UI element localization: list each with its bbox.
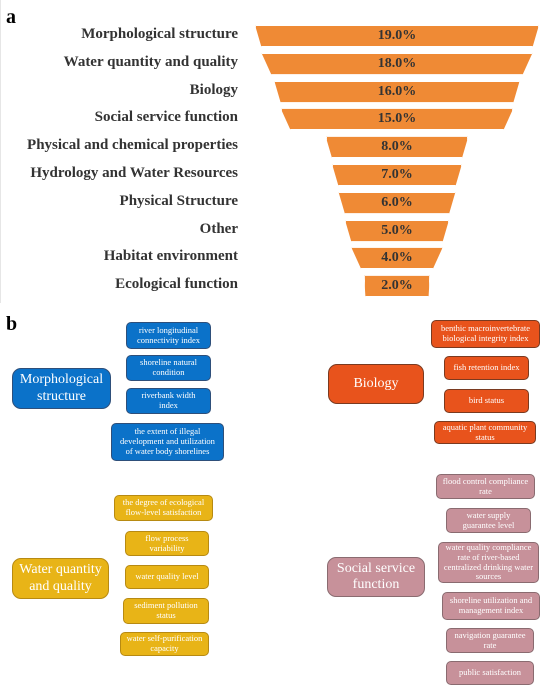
funnel-category-label: Biology	[189, 81, 238, 98]
item-illegal-development-shorelines: the extent of illegal development and ut…	[111, 423, 224, 461]
item-navigation-guarantee-rate: navigation guarantee rate	[446, 628, 534, 653]
funnel-bar: 15.0%	[281, 108, 514, 130]
funnel-bar: 19.0%	[255, 25, 539, 47]
funnel-category-label: Social service function	[94, 109, 238, 126]
funnel-value-label: 7.0%	[381, 167, 413, 182]
funnel-bar: 18.0%	[261, 53, 532, 75]
item-riverbank-width-index: riverbank width index	[126, 388, 211, 414]
funnel-bar: 16.0%	[274, 81, 519, 103]
item-flow-process-variability: flow process variability	[125, 531, 209, 556]
panel-a-label: a	[6, 6, 16, 28]
funnel-value-label: 8.0%	[381, 139, 413, 155]
item-water-quality-level: water quality level	[125, 565, 209, 589]
funnel-category-label: Physical Structure	[119, 192, 238, 209]
item-sediment-pollution-status: sediment pollution status	[123, 598, 209, 624]
funnel-bar: 8.0%	[326, 136, 469, 158]
item-ecological-flow-satisfaction: the degree of ecological flow-level sati…	[114, 495, 213, 521]
funnel-category-label: Physical and chemical properties	[27, 137, 238, 154]
item-aquatic-plant-community-status: aquatic plant community status	[434, 421, 536, 444]
item-shoreline-natural-condition: shoreline natural condition	[126, 355, 211, 381]
panel-b-label: b	[6, 313, 18, 335]
funnel-category-label: Morphological structure	[81, 26, 238, 42]
funnel-category-label: Other	[199, 220, 238, 237]
item-flood-control-compliance-rate: flood control compliance rate	[436, 474, 535, 499]
funnel-value-label: 5.0%	[381, 222, 413, 238]
funnel-category-label: Ecological function	[115, 276, 238, 293]
item-shoreline-utilization-management-index: shoreline utilization and management ind…	[442, 592, 540, 620]
funnel-value-label: 2.0%	[381, 278, 413, 294]
funnel-category-label: Hydrology and Water Resources	[30, 165, 238, 181]
group-biology: Biology	[328, 364, 424, 404]
funnel-value-label: 6.0%	[381, 194, 413, 210]
item-bird-status: bird status	[444, 389, 529, 413]
group-social-service-function: Social service function	[327, 557, 425, 597]
funnel-value-label: 18.0%	[377, 55, 417, 71]
funnel-value-label: 15.0%	[377, 111, 417, 127]
item-public-satisfaction: public satisfaction	[446, 661, 534, 685]
funnel-value-label: 4.0%	[381, 250, 413, 266]
item-water-supply-guarantee-level: water supply guarantee level	[446, 508, 531, 533]
item-fish-retention-index: fish retention index	[444, 356, 529, 380]
funnel-bar: 5.0%	[345, 220, 449, 242]
group-morphological-structure: Morphological structure	[12, 368, 111, 409]
item-drinking-water-source-compliance: water quality compliance rate of river-b…	[438, 542, 539, 583]
funnel-category-label: Water quantity and quality	[63, 53, 238, 70]
item-water-self-purification-capacity: water self-purification capacity	[120, 632, 209, 656]
funnel-value-label: 19.0%	[377, 28, 417, 43]
group-water-quantity-and-quality: Water quantity and quality	[12, 558, 109, 599]
funnel-bar: 4.0%	[351, 247, 442, 269]
funnel-bar: 7.0%	[332, 164, 462, 186]
funnel-category-label: Habitat environment	[103, 248, 238, 265]
panel-a-divider	[0, 0, 1, 303]
funnel-bar: 2.0%	[364, 275, 430, 297]
item-river-longitudinal-connectivity-index: river longitudinal connectivity index	[126, 322, 211, 349]
funnel-bar: 6.0%	[338, 192, 455, 214]
item-benthic-macroinvertebrate-index: benthic macroinvertebrate biological int…	[431, 320, 540, 348]
funnel-value-label: 16.0%	[377, 83, 417, 99]
